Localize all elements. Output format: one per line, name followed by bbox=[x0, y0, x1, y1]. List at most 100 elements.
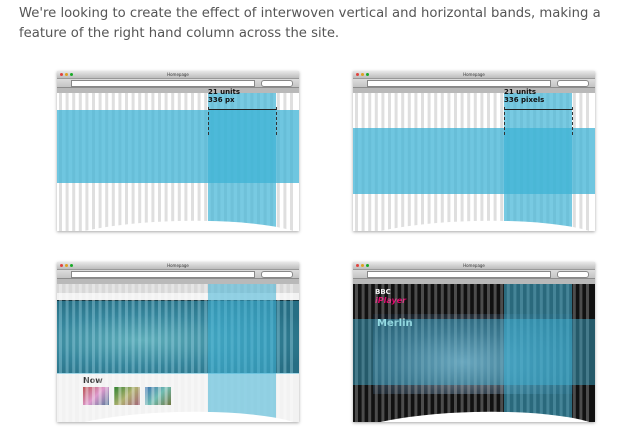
close-icon bbox=[60, 73, 63, 76]
maximize-icon bbox=[70, 264, 73, 267]
grid-column-stripe bbox=[440, 284, 444, 422]
grid-column-stripe bbox=[125, 284, 128, 422]
grid-column-stripe bbox=[65, 284, 69, 422]
browser-window: Homepage BBC iPlayer Merlin bbox=[353, 262, 595, 422]
maximize-icon bbox=[70, 73, 73, 76]
grid-bands-diagram bbox=[57, 93, 299, 231]
vertical-band bbox=[504, 284, 572, 422]
close-icon bbox=[356, 73, 359, 76]
measurement-size: 336 px bbox=[208, 96, 235, 104]
intro-paragraph: We're looking to create the effect of in… bbox=[19, 6, 601, 41]
window-controls bbox=[356, 73, 369, 76]
grid-column-stripe bbox=[59, 284, 62, 422]
grid-column-stripe bbox=[138, 284, 142, 422]
grid-column-stripe bbox=[421, 284, 424, 422]
grid-column-stripe bbox=[394, 284, 398, 422]
minimize-icon bbox=[65, 73, 68, 76]
grid-column-stripe bbox=[151, 284, 155, 422]
section-heading-now: Now bbox=[83, 376, 103, 385]
window-titlebar: Homepage bbox=[353, 71, 595, 79]
grid-column-stripe bbox=[85, 284, 89, 422]
browser-toolbar bbox=[353, 79, 595, 88]
grid-overlay bbox=[57, 284, 299, 422]
measurement-units: 21 units bbox=[208, 88, 241, 96]
address-bar bbox=[367, 271, 551, 278]
measurement-guide-left bbox=[504, 107, 505, 135]
browser-toolbar bbox=[353, 270, 595, 279]
grid-column-stripe bbox=[276, 284, 280, 422]
address-bar bbox=[71, 80, 255, 87]
bbc-logo: BBC bbox=[375, 288, 391, 296]
search-field bbox=[261, 271, 293, 278]
window-titlebar: Homepage bbox=[353, 262, 595, 270]
grid-column-stripe bbox=[447, 284, 451, 422]
vertical-band bbox=[504, 93, 572, 231]
grid-column-stripe bbox=[414, 284, 418, 422]
window-titlebar: Homepage bbox=[57, 262, 299, 270]
window-titlebar: Homepage bbox=[57, 71, 299, 79]
close-icon bbox=[60, 264, 63, 267]
grid-column-stripe bbox=[72, 284, 76, 422]
grid-column-stripe bbox=[355, 284, 358, 422]
grid-column-stripe bbox=[407, 284, 411, 422]
close-icon bbox=[356, 264, 359, 267]
grid-column-stripe bbox=[434, 284, 438, 422]
window-title: Homepage bbox=[463, 263, 485, 268]
thumbnail-row bbox=[83, 387, 171, 405]
browser-mockup-b: Homepage 21 units 336 pixels bbox=[353, 71, 595, 231]
address-bar bbox=[367, 80, 551, 87]
browser-toolbar bbox=[57, 270, 299, 279]
minimize-icon bbox=[361, 73, 364, 76]
grid-column-stripe bbox=[381, 284, 385, 422]
grid-column-stripe bbox=[204, 284, 208, 422]
grid-column-stripe bbox=[460, 284, 464, 422]
grid-column-stripe bbox=[454, 284, 457, 422]
measurement-guide-right bbox=[572, 107, 573, 135]
window-controls bbox=[356, 264, 369, 267]
iplayer-logo: iPlayer bbox=[375, 296, 407, 305]
grid-overlay bbox=[353, 284, 595, 422]
grid-column-stripe bbox=[290, 284, 293, 422]
grid-column-stripe bbox=[388, 284, 391, 422]
grid-column-stripe bbox=[572, 284, 576, 422]
grid-column-stripe bbox=[78, 284, 82, 422]
minimize-icon bbox=[65, 264, 68, 267]
minimize-icon bbox=[361, 264, 364, 267]
thumbnail-image bbox=[83, 387, 109, 405]
grid-column-stripe bbox=[368, 284, 372, 422]
grid-column-stripe bbox=[493, 284, 497, 422]
window-controls bbox=[60, 264, 73, 267]
grid-column-stripe bbox=[171, 284, 175, 422]
window-controls bbox=[60, 73, 73, 76]
grid-column-stripe bbox=[361, 284, 365, 422]
browser-toolbar bbox=[57, 79, 299, 88]
grid-column-stripe bbox=[98, 284, 102, 422]
browser-window: Homepage Now bbox=[57, 262, 299, 422]
window-title: Homepage bbox=[167, 72, 189, 77]
grid-column-stripe bbox=[401, 284, 405, 422]
search-field bbox=[557, 80, 589, 87]
grid-column-stripe bbox=[467, 284, 471, 422]
grid-column-stripe bbox=[283, 284, 287, 422]
browser-mockup-d: Homepage BBC iPlayer Merlin bbox=[353, 262, 595, 422]
grid-column-stripe bbox=[473, 284, 477, 422]
measurement-line bbox=[208, 109, 276, 110]
grid-column-stripe bbox=[374, 284, 378, 422]
site-screenshot: Now bbox=[57, 284, 299, 422]
grid-column-stripe bbox=[164, 284, 168, 422]
grid-column-stripe bbox=[177, 284, 181, 422]
search-field bbox=[557, 271, 589, 278]
site-nav-bar bbox=[57, 284, 299, 293]
grid-column-stripe bbox=[184, 284, 188, 422]
grid-column-stripe bbox=[579, 284, 583, 422]
window-title: Homepage bbox=[167, 263, 189, 268]
thumbnail-image bbox=[114, 387, 140, 405]
grid-column-stripe bbox=[480, 284, 484, 422]
grid-column-stripe bbox=[92, 284, 95, 422]
grid-column-stripe bbox=[144, 284, 148, 422]
browser-mockup-c: Homepage Now bbox=[57, 262, 299, 422]
maximize-icon bbox=[366, 264, 369, 267]
measurement-guide-right bbox=[276, 107, 277, 135]
measurement-size: 336 pixels bbox=[504, 96, 545, 104]
grid-column-stripe bbox=[500, 284, 504, 422]
